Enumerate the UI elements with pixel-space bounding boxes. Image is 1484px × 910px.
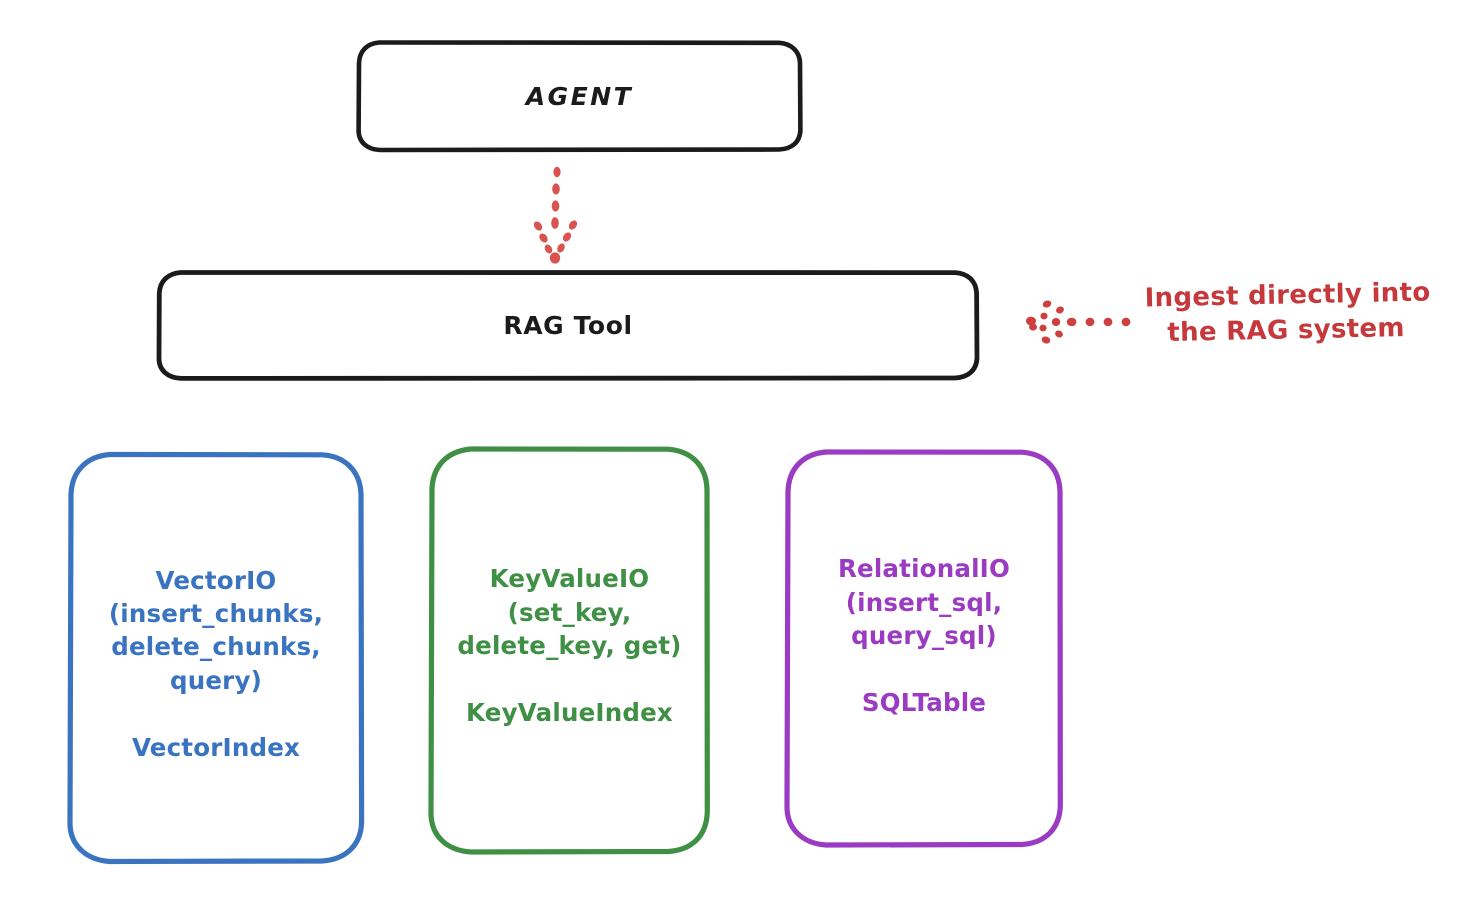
connector-ingest-to-rag-tool — [1026, 300, 1131, 344]
node-rag-tool[interactable]: RAG Tool — [155, 268, 981, 382]
annotation-ingest-line1: Ingest directly into — [1144, 277, 1431, 314]
key-value-io-content: KeyValueIO (set_key, delete_key, get) Ke… — [457, 562, 681, 729]
annotation-ingest-line2: the RAG system — [1167, 312, 1406, 348]
node-relational-io[interactable]: RelationalIO (insert_sql, query_sql) SQL… — [783, 447, 1065, 849]
rag-tool-label: RAG Tool — [503, 310, 633, 340]
vector-io-api-label: VectorIO (insert_chunks, delete_chunks, … — [108, 565, 324, 695]
node-agent[interactable]: AGENT — [355, 38, 804, 154]
annotation-ingest: Ingest directly into the RAG system — [1144, 275, 1475, 352]
connector-agent-to-rag-tool — [533, 166, 578, 264]
relational-io-index-label: SQLTable — [861, 688, 987, 718]
agent-label: AGENT — [525, 81, 634, 111]
key-value-io-index-label: KeyValueIndex — [466, 698, 673, 728]
relational-io-api-label: RelationalIO (insert_sql, query_sql) — [837, 554, 1011, 650]
node-vector-io[interactable]: VectorIO (insert_chunks, delete_chunks, … — [66, 450, 366, 866]
key-value-io-api-label: KeyValueIO (set_key, delete_key, get) — [457, 564, 682, 660]
node-key-value-io[interactable]: KeyValueIO (set_key, delete_key, get) Ke… — [427, 444, 712, 856]
relational-io-content: RelationalIO (insert_sql, query_sql) SQL… — [838, 552, 1010, 719]
vector-io-index-label: VectorIndex — [131, 732, 301, 762]
vector-io-content: VectorIO (insert_chunks, delete_chunks, … — [109, 564, 323, 765]
